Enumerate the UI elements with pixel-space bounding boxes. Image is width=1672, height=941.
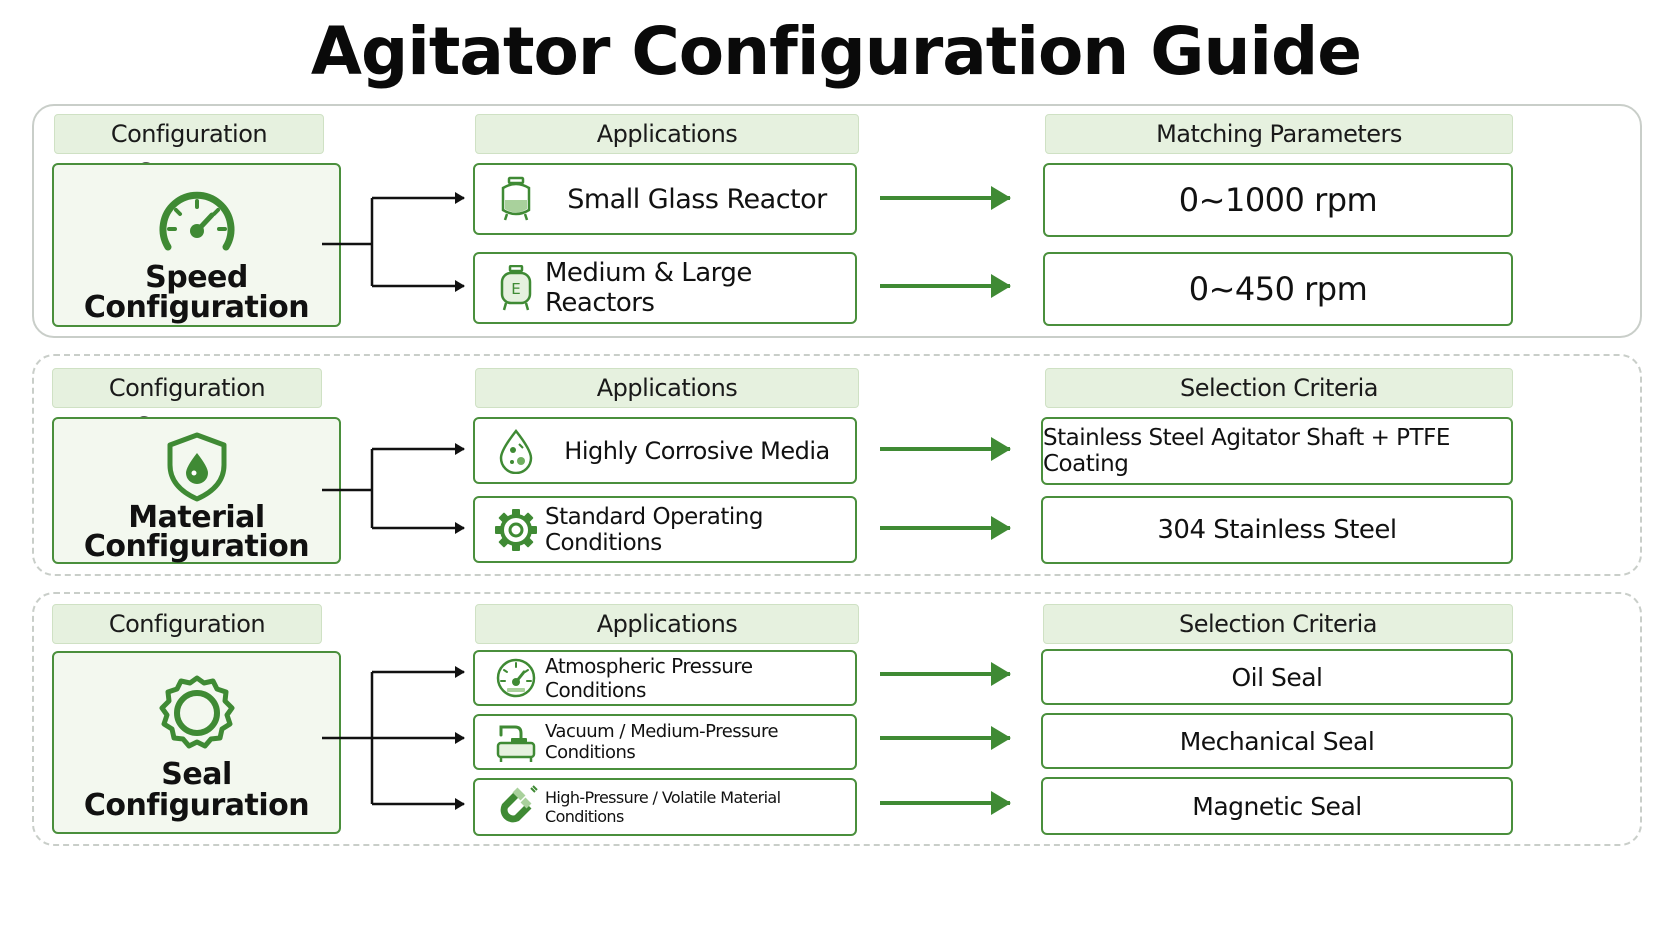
- speed-configuration-panel: Configuration Category Applications Matc…: [32, 104, 1642, 338]
- seal-ring-icon: [54, 675, 339, 758]
- large-reactor-icon: E: [493, 264, 539, 311]
- applications-header: Applications: [475, 114, 859, 154]
- applications-header: Applications: [475, 368, 859, 408]
- svg-text:E: E: [511, 280, 520, 298]
- matching-parameters-header: Matching Parameters: [1045, 114, 1513, 154]
- result-box: 0~1000 rpm: [1043, 163, 1513, 237]
- category-label-line1: Seal: [161, 757, 232, 792]
- application-label: High-Pressure / Volatile Material Condit…: [545, 788, 781, 826]
- category-label-line2: Configuration: [83, 290, 310, 325]
- result-box: Mechanical Seal: [1041, 713, 1513, 769]
- pressure-gauge-icon: [493, 655, 539, 701]
- applications-header: Applications: [475, 604, 859, 644]
- result-box: Oil Seal: [1041, 649, 1513, 705]
- category-header: Configuration Category: [52, 604, 322, 676]
- application-row: Vacuum / Medium-Pressure Conditions: [473, 714, 857, 770]
- magnet-icon: [493, 784, 539, 830]
- category-label-line1: Speed: [145, 260, 248, 295]
- category-label-line2: Configuration: [83, 788, 310, 823]
- selection-criteria-header: Selection Criteria: [1045, 368, 1513, 408]
- gear-icon: [493, 507, 539, 553]
- result-box: Magnetic Seal: [1041, 777, 1513, 835]
- application-label: Vacuum / Medium-Pressure Conditions: [545, 721, 779, 763]
- application-label: Medium & Large Reactors: [545, 258, 752, 318]
- category-header: Configuration Category: [52, 368, 322, 440]
- corrosive-drop-icon: [493, 428, 539, 474]
- application-row: Highly Corrosive Media: [473, 417, 857, 484]
- result-box: 304 Stainless Steel: [1041, 496, 1513, 564]
- application-row: E Medium & Large Reactors: [473, 252, 857, 324]
- result-box: 0~450 rpm: [1043, 252, 1513, 326]
- selection-criteria-header: Selection Criteria: [1043, 604, 1513, 644]
- application-row: Standard Operating Conditions: [473, 496, 857, 563]
- material-category-box: Material Configuration: [52, 417, 341, 564]
- shield-drop-icon: [54, 431, 339, 508]
- category-label-line2: Configuration: [83, 529, 310, 564]
- application-label: Standard Operating Conditions: [545, 503, 763, 556]
- application-row: Atmospheric Pressure Conditions: [473, 650, 857, 706]
- material-configuration-panel: Configuration Category Applications Sele…: [32, 354, 1642, 576]
- seal-configuration-panel: Configuration Category Applications Sele…: [32, 592, 1642, 846]
- application-row: Small Glass Reactor: [473, 163, 857, 235]
- application-label: Atmospheric Pressure Conditions: [545, 654, 753, 702]
- category-label-line1: Material: [128, 500, 265, 535]
- result-box: Stainless Steel Agitator Shaft + PTFE Co…: [1041, 417, 1513, 485]
- application-label: Highly Corrosive Media: [564, 436, 830, 465]
- speed-category-box: Speed Configuration: [52, 163, 341, 327]
- seal-category-box: Seal Configuration: [52, 651, 341, 834]
- category-header: Configuration Category: [54, 114, 324, 186]
- glass-reactor-icon: [493, 176, 539, 222]
- speedometer-icon: [54, 187, 339, 258]
- vacuum-pump-icon: [493, 719, 539, 765]
- page-title: Agitator Configuration Guide: [310, 13, 1362, 90]
- application-row: High-Pressure / Volatile Material Condit…: [473, 778, 857, 836]
- application-label: Small Glass Reactor: [567, 183, 827, 215]
